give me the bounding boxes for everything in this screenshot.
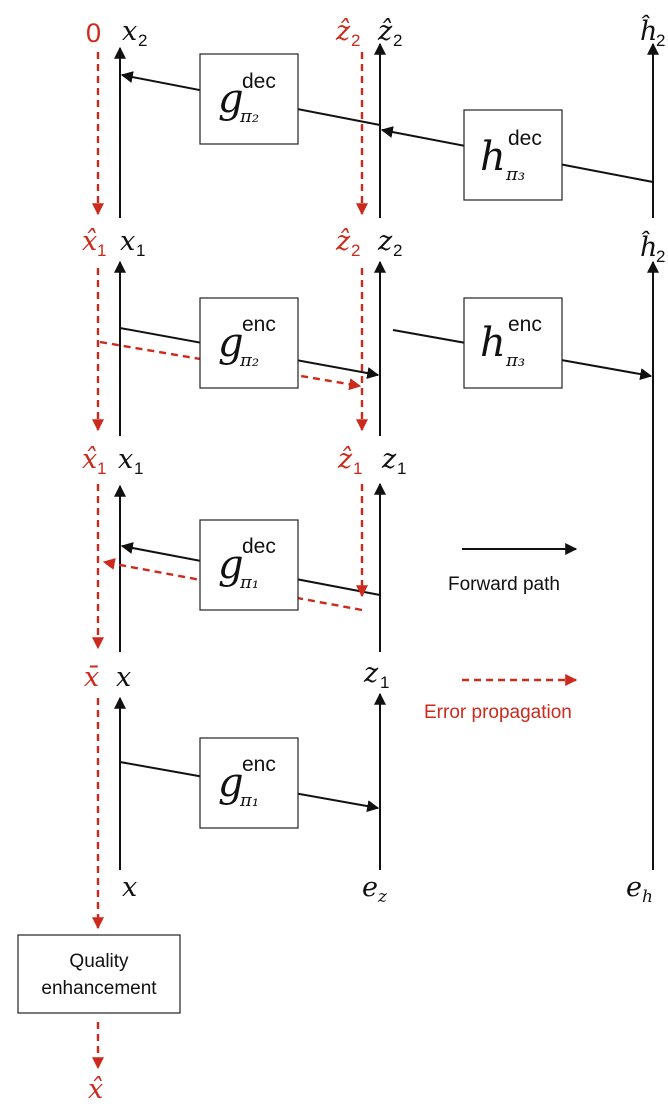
label-row2-col2: z	[377, 226, 393, 257]
svg-text:dec: dec	[508, 127, 542, 150]
svg-text:2: 2	[351, 31, 360, 50]
svg-text:dec: dec	[242, 535, 276, 558]
label-row1-col3: ĥ	[640, 14, 657, 47]
svg-text:2: 2	[393, 31, 402, 50]
svg-text:π₁: π₁	[239, 790, 259, 811]
svg-text:π₃: π₃	[505, 164, 525, 185]
label-row5-col1: x	[122, 872, 137, 903]
svg-text:1: 1	[136, 241, 145, 260]
label-row2-col1-red: x̂	[82, 226, 97, 257]
err-g-pi1-dec	[102, 558, 363, 612]
svg-text:1: 1	[353, 459, 362, 478]
label-row4-col1: x	[116, 662, 131, 693]
quality-enhancement-box: Quality enhancement	[17, 934, 181, 1014]
svg-text:π₂: π₂	[239, 106, 259, 127]
block-h-pi3-enc: h enc π₃	[463, 297, 563, 389]
svg-text:dec: dec	[242, 70, 276, 93]
block-g-pi1-enc: g enc π₁	[199, 737, 299, 829]
svg-text:g: g	[218, 76, 244, 122]
label-row4-col2: z	[363, 658, 379, 689]
svg-text:z: z	[377, 887, 388, 907]
svg-text:g: g	[218, 760, 244, 806]
svg-text:2: 2	[393, 241, 402, 260]
err-g-pi2-enc	[99, 340, 362, 391]
label-output: x̂	[88, 1074, 103, 1105]
svg-text:π₁: π₁	[239, 572, 259, 593]
label-row3-col2: z	[381, 444, 397, 475]
legend-forward-label: Forward path	[448, 574, 560, 595]
block-h-pi3-dec: h dec π₃	[463, 109, 563, 201]
label-row2-col1: x	[120, 226, 135, 257]
svg-text:Quality: Quality	[69, 951, 129, 972]
svg-text:2: 2	[351, 241, 360, 260]
svg-text:h: h	[480, 134, 506, 180]
svg-text:enc: enc	[242, 753, 276, 776]
label-row3-col1: x	[118, 444, 133, 475]
svg-text:enc: enc	[508, 313, 542, 336]
svg-text:2: 2	[138, 31, 147, 50]
label-row2-col2-red: ẑ	[335, 226, 351, 257]
label-row5-col3: e	[626, 872, 642, 903]
label-row1-col2-red: ẑ	[335, 16, 351, 47]
svg-text:h: h	[642, 887, 653, 907]
legend-error-label: Error propagation	[424, 702, 572, 723]
svg-text:1: 1	[380, 673, 389, 692]
svg-text:2: 2	[656, 247, 665, 266]
block-g-pi2-enc: g enc π₂	[199, 297, 299, 389]
legend: Forward path Error propagation	[424, 543, 578, 723]
block-g-pi1-dec: g dec π₁	[199, 519, 299, 611]
svg-text:1: 1	[397, 459, 406, 478]
label-row1-col1: x	[122, 16, 137, 47]
svg-text:g: g	[218, 542, 244, 588]
label-row5-col2: e	[362, 872, 378, 903]
svg-text:π₃: π₃	[505, 350, 525, 371]
label-row2-col3: ĥ	[640, 230, 657, 263]
svg-text:1: 1	[97, 241, 106, 260]
svg-text:h: h	[480, 320, 506, 366]
svg-text:g: g	[218, 320, 244, 366]
label-row1-col2: ẑ	[377, 16, 393, 47]
svg-text:1: 1	[97, 459, 106, 478]
svg-text:enhancement: enhancement	[41, 978, 157, 999]
label-row1-col1-red: 0	[86, 18, 101, 48]
label-row3-col1-red: x̂	[82, 444, 97, 475]
svg-text:2: 2	[656, 31, 665, 50]
label-row4-col1-red: x̄	[84, 662, 99, 693]
block-g-pi2-dec: g dec π₂	[199, 53, 299, 145]
svg-text:1: 1	[134, 459, 143, 478]
svg-text:enc: enc	[242, 313, 276, 336]
label-row3-col2-red: ẑ	[337, 444, 353, 475]
svg-text:π₂: π₂	[239, 350, 259, 371]
